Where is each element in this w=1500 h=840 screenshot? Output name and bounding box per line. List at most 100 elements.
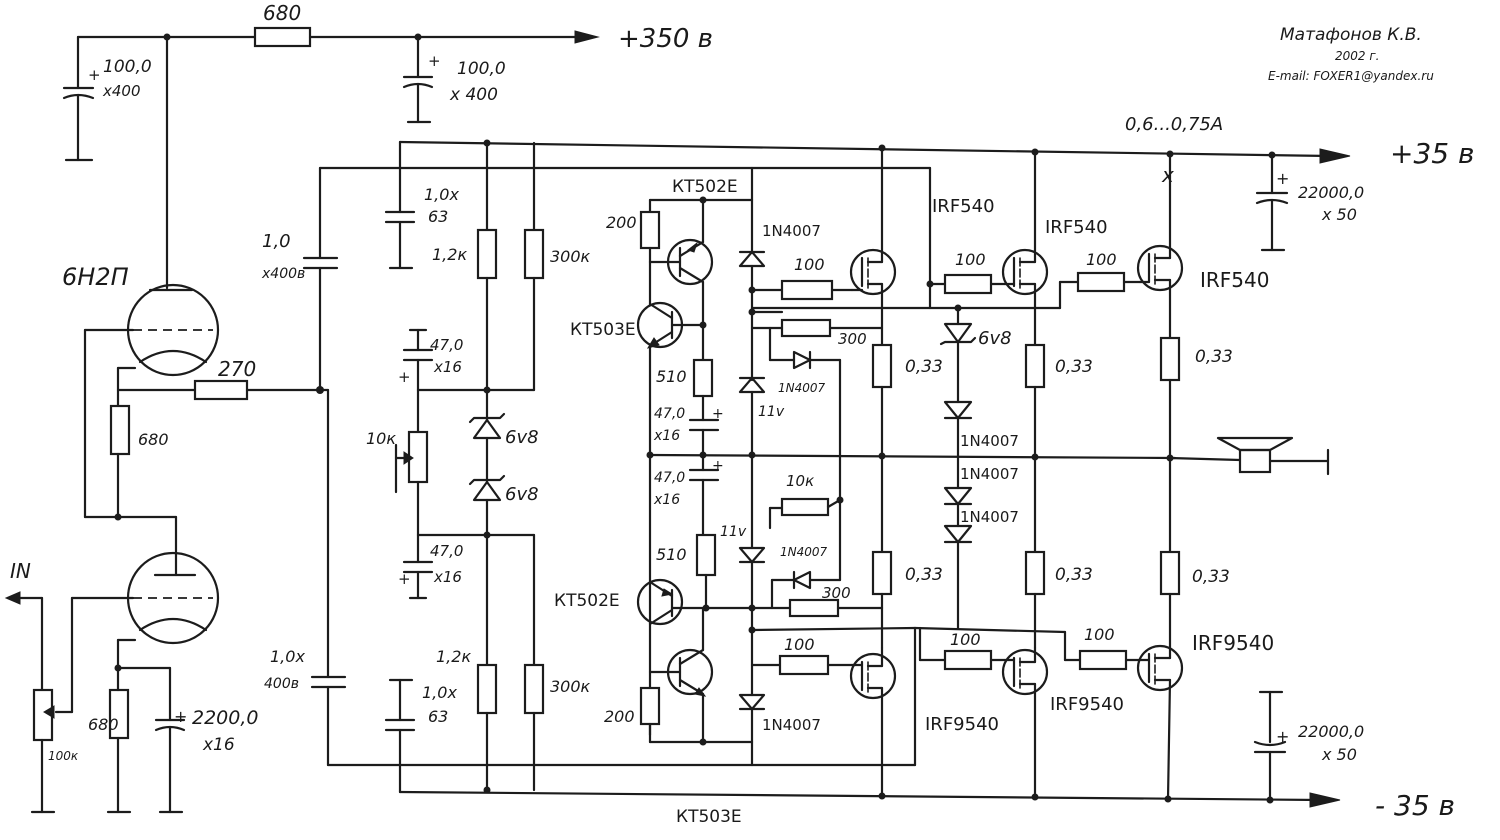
label-c1-bot-val: 1,0x [270, 647, 305, 666]
transistor-kt502-bot [636, 578, 684, 626]
resistor-680-mid [109, 404, 131, 456]
label-c100-left-val: 100,0 [103, 57, 152, 77]
resistor-033-3 [1159, 336, 1181, 382]
resistor-300-top [780, 318, 832, 338]
resistor-1k2-bot [476, 663, 498, 715]
label-c47-top-val: 47,0 [430, 336, 463, 354]
label-d1n4007-mid-top: 1N4007 [778, 381, 826, 395]
label-irf540-a: IRF540 [932, 196, 995, 217]
label-r200-bot: 200 [604, 707, 635, 726]
author-name: Матафонов К.В. [1280, 25, 1422, 45]
label-r033-3: 0,33 [1195, 347, 1233, 367]
label-c47-top-v: x16 [433, 358, 462, 376]
mosfet-irf540-c [1136, 244, 1184, 292]
resistor-100-d [778, 654, 830, 676]
resistor-033-6 [1159, 550, 1181, 596]
label-c100-right-val: 100,0 [457, 59, 506, 79]
label-r680-mid: 680 [138, 430, 169, 449]
label-z6v8-bias: 6v8 [978, 328, 1012, 349]
driver-stage: КТ502Е КТ503Е КТ502Е 200 510 [554, 166, 1177, 767]
label-c100-left-v: x400 [102, 82, 141, 100]
svg-text:+: + [398, 570, 411, 588]
resistor-300-bot [788, 598, 840, 618]
author-year: 2002 г. [1335, 49, 1379, 63]
label-rail-pos: +35 в [1390, 137, 1475, 170]
hv-supply: 680 +350 в + 100,0 x400 + 100,0 x 400 [62, 1, 713, 162]
label-d1n4007-top: 1N4007 [762, 222, 821, 240]
author-block: Матафонов К.В. 2002 г. E-mail: FOXER1@ya… [1268, 25, 1434, 83]
resistor-300k-top [523, 228, 545, 280]
resistor-200-top [639, 210, 661, 250]
output-stage: 100 IRF540 100 IRF540 [750, 146, 1330, 801]
label-r200-top: 200 [606, 213, 637, 232]
mosfet-irf9540-c [1136, 644, 1184, 692]
label-irf540-c: IRF540 [1200, 268, 1269, 292]
label-r300k-bot: 300к [550, 677, 591, 696]
label-pot100k: 100к [48, 749, 79, 763]
label-r100-e: 100 [950, 630, 981, 649]
label-c47b-bot-v: x16 [653, 492, 680, 508]
label-c47b-bot-val: 47,0 [654, 470, 685, 486]
svg-text:+: + [712, 406, 724, 422]
svg-text:+: + [428, 52, 441, 70]
label-r510-top: 510 [656, 367, 687, 386]
arrow-pos35 [1319, 148, 1351, 164]
svg-text:+: + [712, 458, 724, 474]
label-irf9540-a: IRF9540 [925, 714, 999, 735]
label-irf9540-b: IRF9540 [1050, 694, 1124, 715]
label-c22000-bot-val: 22000,0 [1298, 722, 1364, 741]
resistor-510-top [692, 358, 714, 398]
label-c22000-top-val: 22000,0 [1298, 183, 1364, 202]
zener-6v8-b [472, 480, 502, 502]
label-r100-b: 100 [955, 250, 986, 269]
negative-rail: - 35 в + 22000,0 x 50 КТ503Е [398, 690, 1455, 827]
label-z6v8-b: 6v8 [505, 484, 539, 505]
label-c1-top-v: x400в [261, 266, 305, 282]
label-r1k2-top: 1,2к [432, 245, 467, 264]
label-d-bias-2: 1N4007 [960, 465, 1019, 483]
label-r300-top: 300 [838, 330, 867, 348]
label-kt503-bot: КТ503Е [676, 807, 742, 827]
resistor-033-1 [871, 343, 893, 389]
positive-rail: +35 в 0,6...0,75А x + 22000,0 x 50 [398, 114, 1475, 252]
label-r680-low: 680 [88, 715, 119, 734]
label-c47-bot-val: 47,0 [430, 542, 463, 560]
resistor-100-a [780, 279, 834, 301]
svg-text:+: + [398, 368, 411, 386]
label-kt502-bot: КТ502Е [554, 591, 620, 611]
svg-text:+: + [1276, 169, 1289, 188]
label-z11v-top: 11v [758, 404, 785, 420]
label-r033-2: 0,33 [1055, 357, 1093, 377]
label-d1n4007-bot: 1N4007 [762, 716, 821, 734]
resistor-270 [193, 379, 249, 401]
label-c1-63-top-val: 1,0x [424, 185, 459, 204]
label-kt502-top: КТ502Е [672, 177, 738, 197]
label-r100-d: 100 [784, 635, 815, 654]
label-r680-top: 680 [263, 1, 301, 25]
label-c2200-v: x16 [202, 735, 235, 755]
zener-6v8-bias [943, 322, 973, 344]
label-rail-hv: +350 в [618, 24, 713, 54]
mosfet-irf540-b [1001, 248, 1049, 296]
diode-1n4007-bot [738, 693, 766, 711]
label-r033-6: 0,33 [1192, 567, 1230, 587]
label-d1n4007-mid-bot: 1N4007 [780, 545, 828, 559]
zener-6v8-a [472, 418, 502, 440]
label-current: 0,6...0,75А [1125, 114, 1223, 135]
resistor-100-f [1078, 649, 1128, 671]
zener-11v-bot [738, 546, 766, 564]
label-c1-top-val: 1,0 [262, 231, 291, 252]
arrow-350v [574, 30, 600, 44]
label-r033-5: 0,33 [1055, 565, 1093, 585]
label-c1-63-top-v: 63 [428, 207, 448, 226]
resistor-300k-bot [523, 663, 545, 715]
label-irf540-b: IRF540 [1045, 217, 1108, 238]
label-r300-bot: 300 [822, 584, 851, 602]
label-r510-bot: 510 [656, 545, 687, 564]
label-in: IN [10, 559, 31, 583]
resistor-033-4 [871, 550, 893, 596]
label-r100-f: 100 [1084, 625, 1115, 644]
label-irf9540-c: IRF9540 [1192, 631, 1274, 655]
